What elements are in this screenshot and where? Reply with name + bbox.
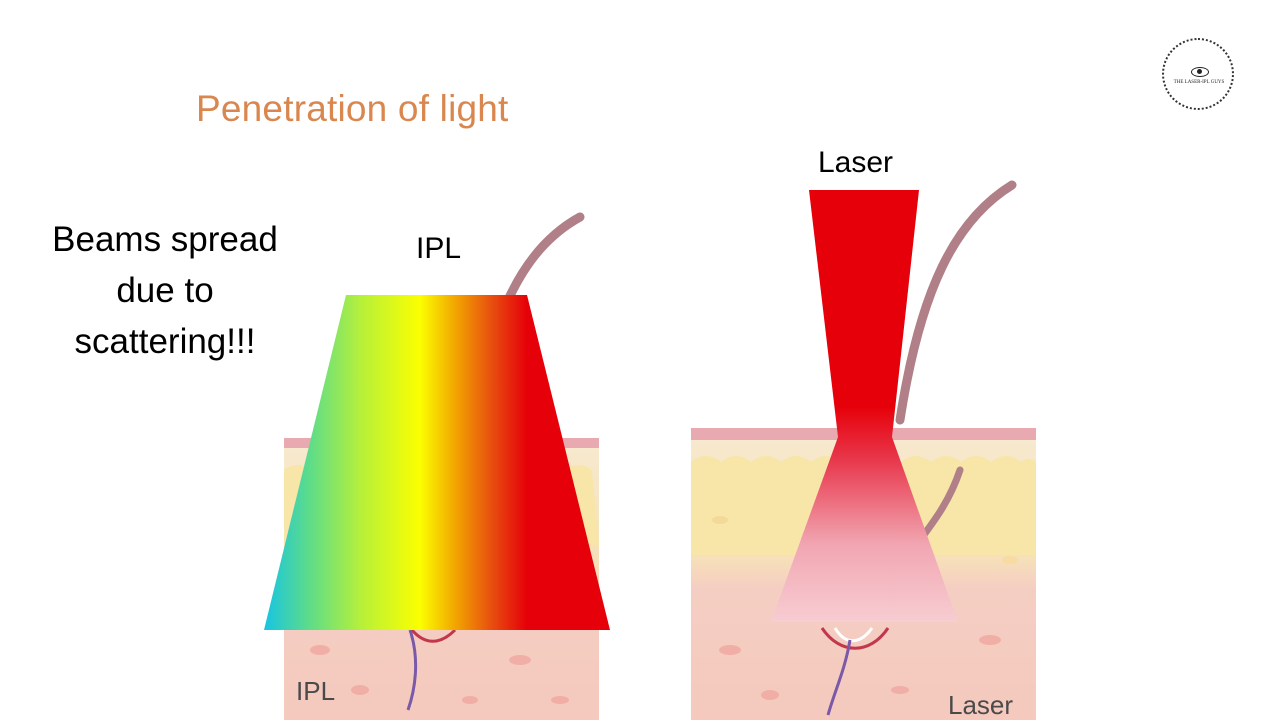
laser-panel-caption: Laser — [948, 690, 1014, 720]
laser-beam-label: Laser — [818, 146, 894, 179]
ipl-beam — [264, 295, 610, 630]
brand-logo: THE LASER-IPL GUYS — [1162, 38, 1234, 110]
ipl-beam-label: IPL — [416, 232, 462, 265]
slide-title: Penetration of light — [196, 88, 509, 129]
ipl-panel-caption: IPL — [296, 676, 336, 706]
laser-beam — [771, 190, 958, 622]
laser-follicle — [820, 627, 890, 650]
scattering-note: Beams spread due to scattering!!! — [52, 220, 278, 361]
laser-hair — [895, 180, 1017, 425]
logo-text: THE LASER-IPL GUYS — [1173, 80, 1225, 85]
eye-icon — [1191, 67, 1209, 77]
ipl-follicle — [406, 629, 418, 711]
